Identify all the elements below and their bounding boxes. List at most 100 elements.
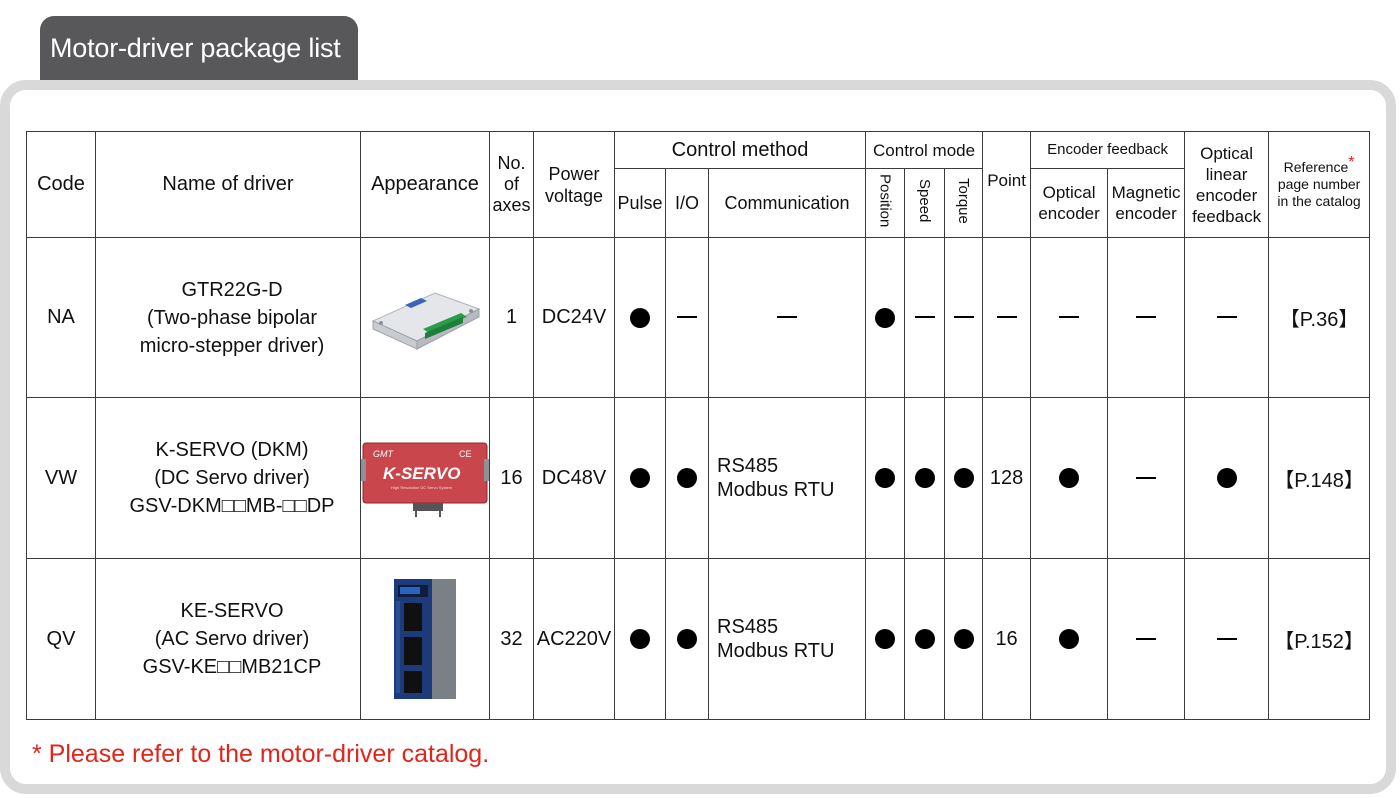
appearance-cell: GMT CE K-SERVO High Resolution DC Servo … <box>360 397 490 559</box>
driver-name-l2: (AC Servo driver) <box>154 628 310 650</box>
header-appearance: Appearance <box>360 131 490 238</box>
point-cell: 128 <box>982 397 1032 559</box>
dash-icon <box>1059 316 1080 319</box>
kservo-sub: High Resolution DC Servo System <box>391 485 453 490</box>
optical-cell <box>1030 558 1109 720</box>
reference-page: 【P.148】 <box>1268 397 1371 559</box>
header-optical-encoder: Optical encoder <box>1030 168 1109 238</box>
comm-l2: Modbus RTU <box>717 640 835 662</box>
voltage-value: DC24V <box>533 237 615 398</box>
magnetic-cell <box>1107 558 1186 720</box>
comm-cell: RS485 Modbus RTU <box>707 558 867 720</box>
ref-asterisk: * <box>1348 154 1355 171</box>
header-row-top: Code Name of driver Appearance No. of ax… <box>26 131 1371 238</box>
header-linear-l2: linear <box>1205 164 1248 184</box>
dot-icon <box>914 468 935 488</box>
header-linear-l3: encoder <box>1195 185 1258 205</box>
driver-name-l2: (DC Servo driver) <box>154 467 310 489</box>
package-table: Code Name of driver Appearance No. of ax… <box>26 131 1371 720</box>
header-position: Position <box>865 168 906 238</box>
axes-value: 1 <box>489 237 534 398</box>
dash-icon <box>914 316 935 319</box>
header-encoder-feedback: Encoder feedback <box>1030 131 1186 169</box>
header-power: Power voltage <box>533 131 615 238</box>
header-linear-l1: Optical <box>1200 143 1254 163</box>
driver-name-l3: GSV-DKM□□MB-□□DP <box>129 495 335 517</box>
appearance-cell <box>360 237 490 398</box>
dot-icon <box>875 629 896 649</box>
header-communication: Communication <box>707 168 867 238</box>
comm-l1: RS485 <box>717 455 779 477</box>
dot-icon <box>953 468 974 488</box>
io-cell <box>665 237 709 398</box>
header-axes: No. of axes <box>489 131 534 238</box>
torque-cell <box>944 397 984 559</box>
header-magnetic-l2: encoder <box>1115 204 1177 223</box>
torque-cell <box>944 558 984 720</box>
header-code: Code <box>26 131 96 238</box>
magnetic-cell <box>1107 397 1186 559</box>
driver-name-l3: GSV-KE□□MB21CP <box>142 656 322 678</box>
pulse-cell <box>614 237 666 398</box>
linear-cell <box>1184 558 1270 720</box>
page-title: Motor-driver package list <box>40 16 358 82</box>
driver-name-l1: KE-SERVO <box>180 600 284 622</box>
dash-icon <box>996 316 1017 319</box>
voltage-value: DC48V <box>533 397 615 559</box>
io-cell <box>665 397 709 559</box>
comm-cell: RS485 Modbus RTU <box>707 397 867 559</box>
driver-name: GTR22G-D (Two-phase bipolar micro-steppe… <box>95 237 361 398</box>
pulse-cell <box>614 397 666 559</box>
linear-cell <box>1184 237 1270 398</box>
magnetic-cell <box>1107 237 1186 398</box>
reference-page: 【P.36】 <box>1268 237 1371 398</box>
comm-cell <box>707 237 867 398</box>
row-code: VW <box>26 397 96 559</box>
axes-value: 32 <box>489 558 534 720</box>
dash-icon <box>1136 637 1157 640</box>
header-control-method: Control method <box>613 131 867 169</box>
driver-name-l3: micro-stepper driver) <box>139 334 325 357</box>
header-axes-l2: of <box>503 174 519 194</box>
dash-icon <box>1136 316 1157 319</box>
driver-name: KE-SERVO (AC Servo driver) GSV-KE□□MB21C… <box>95 558 361 720</box>
torque-cell <box>944 237 984 398</box>
axes-value: 16 <box>489 397 534 559</box>
speed-cell <box>904 397 946 559</box>
comm-l1: RS485 <box>717 616 779 638</box>
driver-name: K-SERVO (DKM) (DC Servo driver) GSV-DKM□… <box>95 397 361 559</box>
dot-icon <box>630 629 650 649</box>
kservo-ce: CE <box>459 449 472 459</box>
point-cell <box>982 237 1032 398</box>
dot-icon <box>953 629 974 649</box>
comm-l2: Modbus RTU <box>717 479 835 501</box>
voltage-value: AC220V <box>533 558 615 720</box>
dash-icon <box>677 316 697 319</box>
reference-page: 【P.152】 <box>1268 558 1371 720</box>
dot-icon <box>1216 468 1237 488</box>
driver-name-l1: GTR22G-D <box>181 278 283 301</box>
dot-icon <box>630 468 650 488</box>
dot-icon <box>1059 468 1080 488</box>
dash-icon <box>777 316 798 319</box>
driver-name-l2: (Two-phase bipolar <box>146 306 318 329</box>
header-optical-l1: Optical <box>1042 183 1096 202</box>
header-axes-l3: axes <box>492 195 531 215</box>
header-pulse: Pulse <box>614 168 666 238</box>
dash-icon <box>1136 476 1157 479</box>
dot-icon <box>875 307 896 328</box>
header-ref-l1: Reference <box>1283 159 1349 175</box>
stepper-driver-image <box>371 291 481 350</box>
kservo-driver-image: GMT CE K-SERVO High Resolution DC Servo … <box>361 442 489 517</box>
header-io: I/O <box>665 168 709 238</box>
header-ref-l3: in the catalog <box>1277 193 1361 209</box>
row-code: QV <box>26 558 96 720</box>
header-speed: Speed <box>904 168 946 238</box>
row-code: NA <box>26 237 96 398</box>
linear-cell <box>1184 397 1270 559</box>
table-row: VW K-SERVO (DKM) (DC Servo driver) GSV-D… <box>26 397 1371 559</box>
header-axes-l1: No. <box>497 153 526 173</box>
header-control-mode: Control mode <box>865 131 984 169</box>
driver-name-l1: K-SERVO (DKM) <box>155 439 309 461</box>
header-magnetic-encoder: Magnetic encoder <box>1107 168 1186 238</box>
